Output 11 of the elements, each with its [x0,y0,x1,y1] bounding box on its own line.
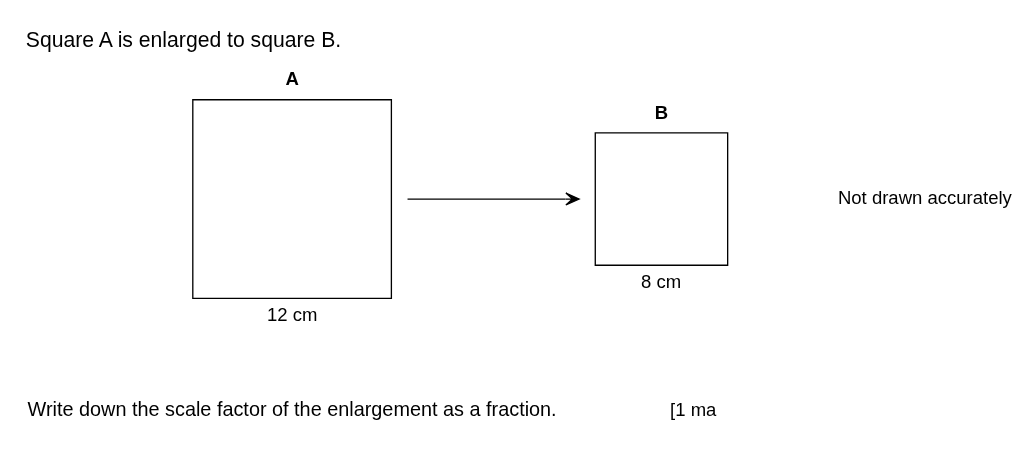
label: Not drawn accurately [837,186,1012,208]
diagram-title: Square A is enlarged to square B. [25,27,342,51]
arrow [406,192,580,206]
node-label: B [654,101,669,123]
node-label: A [285,68,299,90]
caption: Write down the scale factor of the enlargement as a fraction. [27,397,557,420]
node-box [192,99,393,299]
label: [1 ma [670,398,717,420]
node-box [594,132,729,266]
node-label: 12 cm [266,304,318,326]
node-label: 8 cm [640,271,682,293]
